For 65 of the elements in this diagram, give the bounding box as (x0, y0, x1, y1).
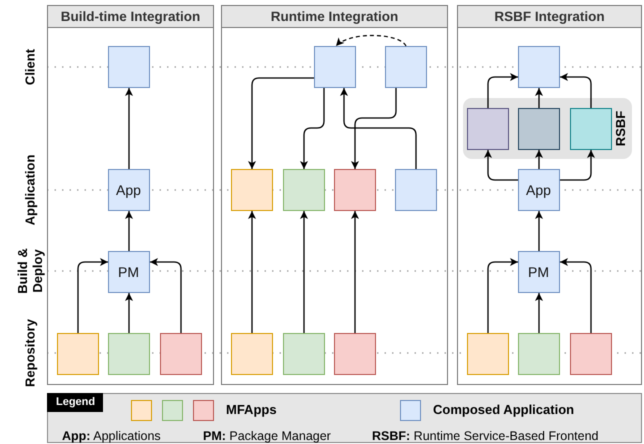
component-box: App (518, 168, 560, 210)
arrow (535, 88, 543, 108)
arrow (535, 211, 543, 251)
arrow (560, 150, 595, 181)
arrow (351, 211, 359, 333)
component-box (518, 108, 560, 150)
row-label: Build & Deploy (15, 247, 45, 296)
component-box (334, 332, 376, 374)
row-label: Client (22, 48, 38, 86)
component-box (384, 46, 426, 88)
panel-header: Build-time Integration (48, 6, 213, 28)
component-box (230, 168, 272, 210)
panel-header: RSBF Integration (458, 6, 641, 28)
arrow (487, 73, 518, 108)
arrow (300, 88, 325, 169)
rsbf-group (462, 98, 632, 158)
group-label: RSBF (613, 110, 628, 146)
arrow (248, 77, 314, 169)
component-box (570, 332, 612, 374)
component-box (518, 332, 560, 374)
arrow (150, 258, 182, 333)
component-box (518, 46, 560, 88)
legend-text: Composed Application (433, 402, 574, 417)
component-box (394, 168, 436, 210)
integration-panel (47, 5, 214, 385)
legend-tag: Legend (47, 393, 104, 412)
component-box (466, 108, 508, 150)
component-box (230, 332, 272, 374)
component-box: PM (518, 250, 560, 292)
arrow (535, 150, 543, 169)
component-box (282, 332, 324, 374)
arrow (340, 88, 417, 169)
arrow (77, 258, 108, 333)
component-box (108, 46, 150, 88)
abbreviation-note: PM: Package Manager (203, 429, 331, 443)
component-box (56, 332, 98, 374)
panel-header: Runtime Integration (222, 6, 447, 28)
component-box (108, 332, 150, 374)
component-box (282, 168, 324, 210)
component-box: App (108, 168, 150, 210)
component-box (570, 108, 612, 150)
arrow (487, 258, 518, 333)
arrow (248, 211, 256, 333)
integration-panel (221, 5, 448, 385)
arrow (300, 211, 308, 333)
arrow (125, 211, 133, 251)
component-box (314, 46, 356, 88)
row-label: Repository (22, 319, 38, 387)
legend-text: MFApps (226, 402, 277, 417)
component-box: PM (108, 250, 150, 292)
dashed-arrow (336, 34, 406, 46)
integration-panel (457, 5, 642, 385)
arrow (125, 293, 133, 333)
component-box (466, 332, 508, 374)
arrow (560, 73, 592, 108)
abbreviation-note: RSBF: Runtime Service-Based Frontend (372, 429, 598, 443)
arrow (535, 293, 543, 333)
abbreviation-note: App: Applications (62, 429, 161, 443)
arrow (125, 88, 133, 169)
arrow (484, 150, 518, 181)
arrow (560, 258, 592, 333)
component-box (334, 168, 376, 210)
arrow (351, 88, 397, 169)
row-label: Application (22, 154, 38, 226)
component-box (160, 332, 202, 374)
